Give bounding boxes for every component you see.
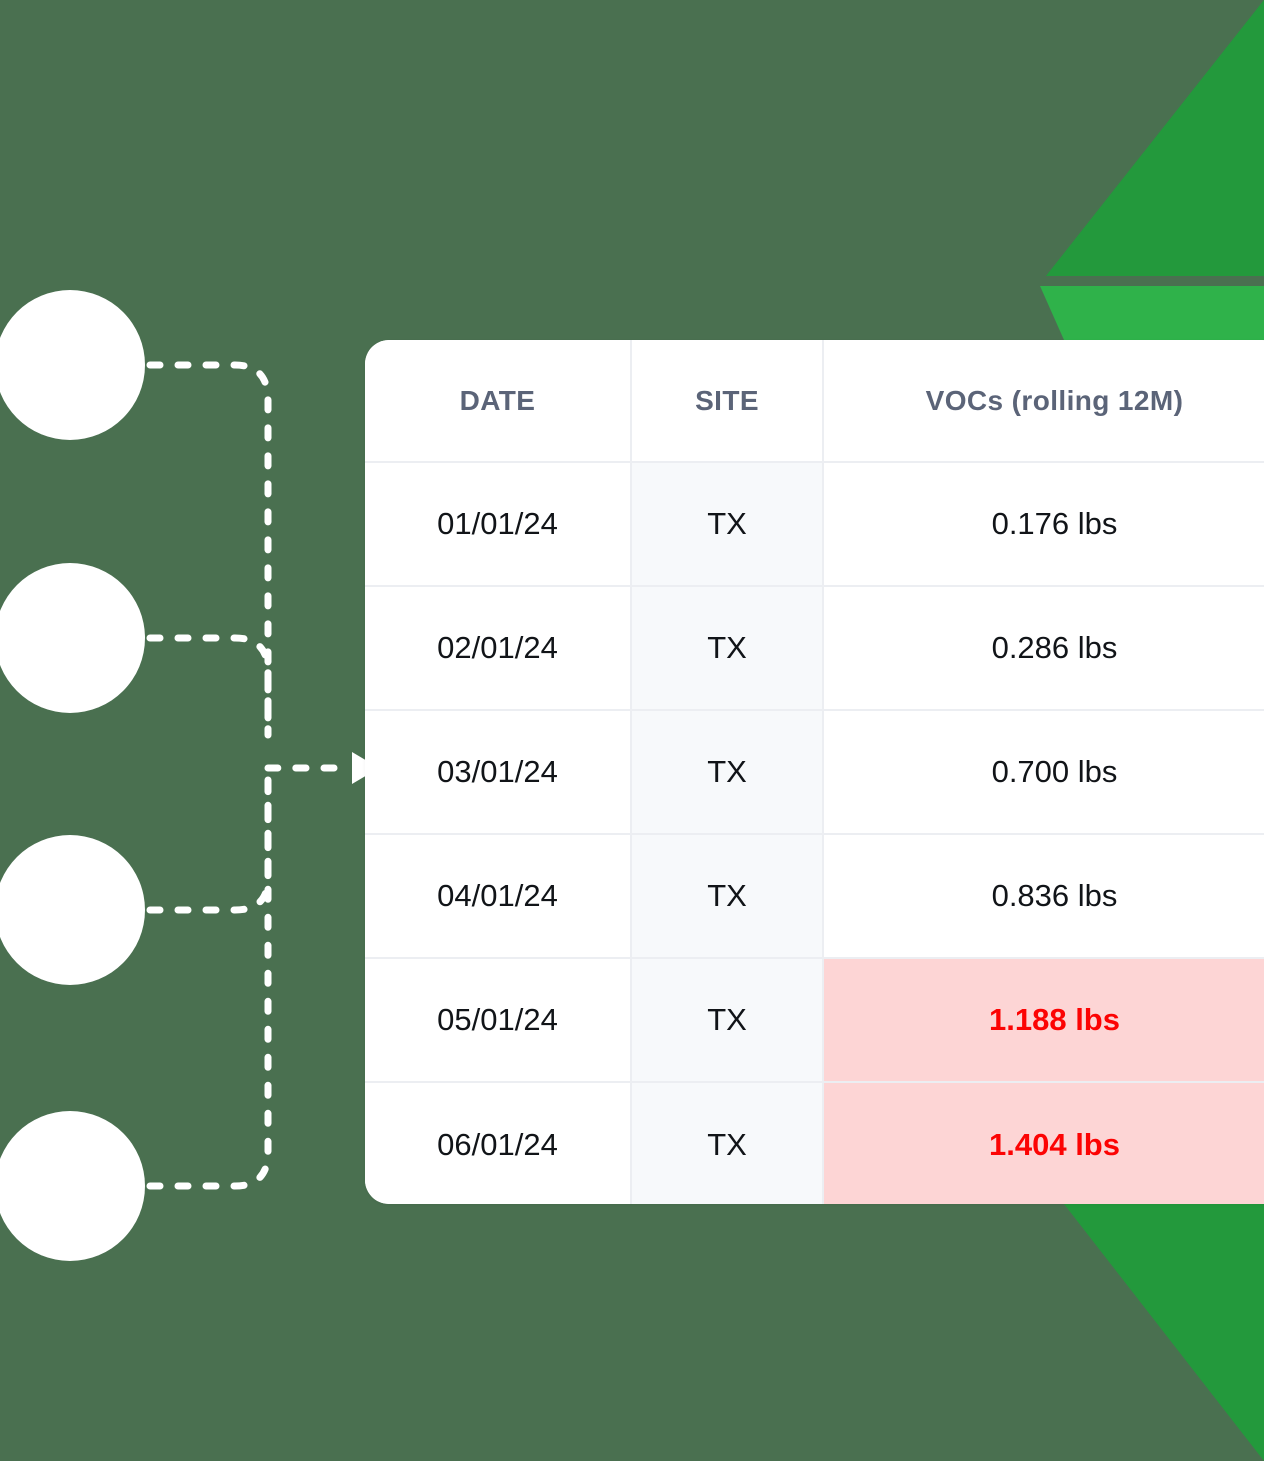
connector-from-node-2 [146, 634, 272, 739]
cell-site: TX [631, 834, 824, 959]
table-row: 02/01/24 TX 0.286 lbs [365, 586, 1264, 711]
table-row: 01/01/24 TX 0.176 lbs [365, 462, 1264, 587]
cell-date: 03/01/24 [365, 710, 632, 835]
connector-from-node-3 [146, 776, 272, 914]
cell-date: 06/01/24 [365, 1082, 632, 1204]
source-node-3[interactable] [0, 835, 145, 985]
cell-date: 05/01/24 [365, 958, 632, 1083]
cell-voc: 0.700 lbs [823, 710, 1264, 835]
connector-from-node-1 [146, 361, 272, 739]
cell-voc: 0.176 lbs [823, 462, 1264, 587]
table-body: 01/01/24 TX 0.176 lbs 02/01/24 TX 0.286 … [365, 462, 1264, 1204]
cell-site: TX [631, 958, 824, 1083]
cell-site: TX [631, 1082, 824, 1204]
source-node-1[interactable] [0, 290, 145, 440]
column-header-vocs[interactable]: VOCs (rolling 12M) [823, 340, 1264, 463]
source-node-4[interactable] [0, 1111, 145, 1261]
cell-site: TX [631, 710, 824, 835]
table-row: 03/01/24 TX 0.700 lbs [365, 710, 1264, 835]
cell-voc: 0.836 lbs [823, 834, 1264, 959]
table-row-alert: 05/01/24 TX 1.188 lbs [365, 958, 1264, 1083]
cell-date: 02/01/24 [365, 586, 632, 711]
cell-voc-alert: 1.404 lbs [823, 1082, 1264, 1204]
table-row: 04/01/24 TX 0.836 lbs [365, 834, 1264, 959]
cell-site: TX [631, 586, 824, 711]
column-header-site[interactable]: SITE [631, 340, 824, 463]
column-header-date[interactable]: DATE [365, 340, 632, 463]
cell-date: 04/01/24 [365, 834, 632, 959]
cell-voc-alert: 1.188 lbs [823, 958, 1264, 1083]
source-node-2[interactable] [0, 563, 145, 713]
emissions-table: DATE SITE VOCs (rolling 12M) 01/01/24 TX… [365, 340, 1264, 1204]
table-row-alert: 06/01/24 TX 1.404 lbs [365, 1082, 1264, 1204]
connector-from-node-4 [146, 776, 272, 1190]
emissions-table-card: DATE SITE VOCs (rolling 12M) 01/01/24 TX… [365, 340, 1264, 1204]
cell-voc: 0.286 lbs [823, 586, 1264, 711]
table-header: DATE SITE VOCs (rolling 12M) [365, 340, 1264, 463]
table-header-row: DATE SITE VOCs (rolling 12M) [365, 340, 1264, 463]
cell-date: 01/01/24 [365, 462, 632, 587]
cell-site: TX [631, 462, 824, 587]
